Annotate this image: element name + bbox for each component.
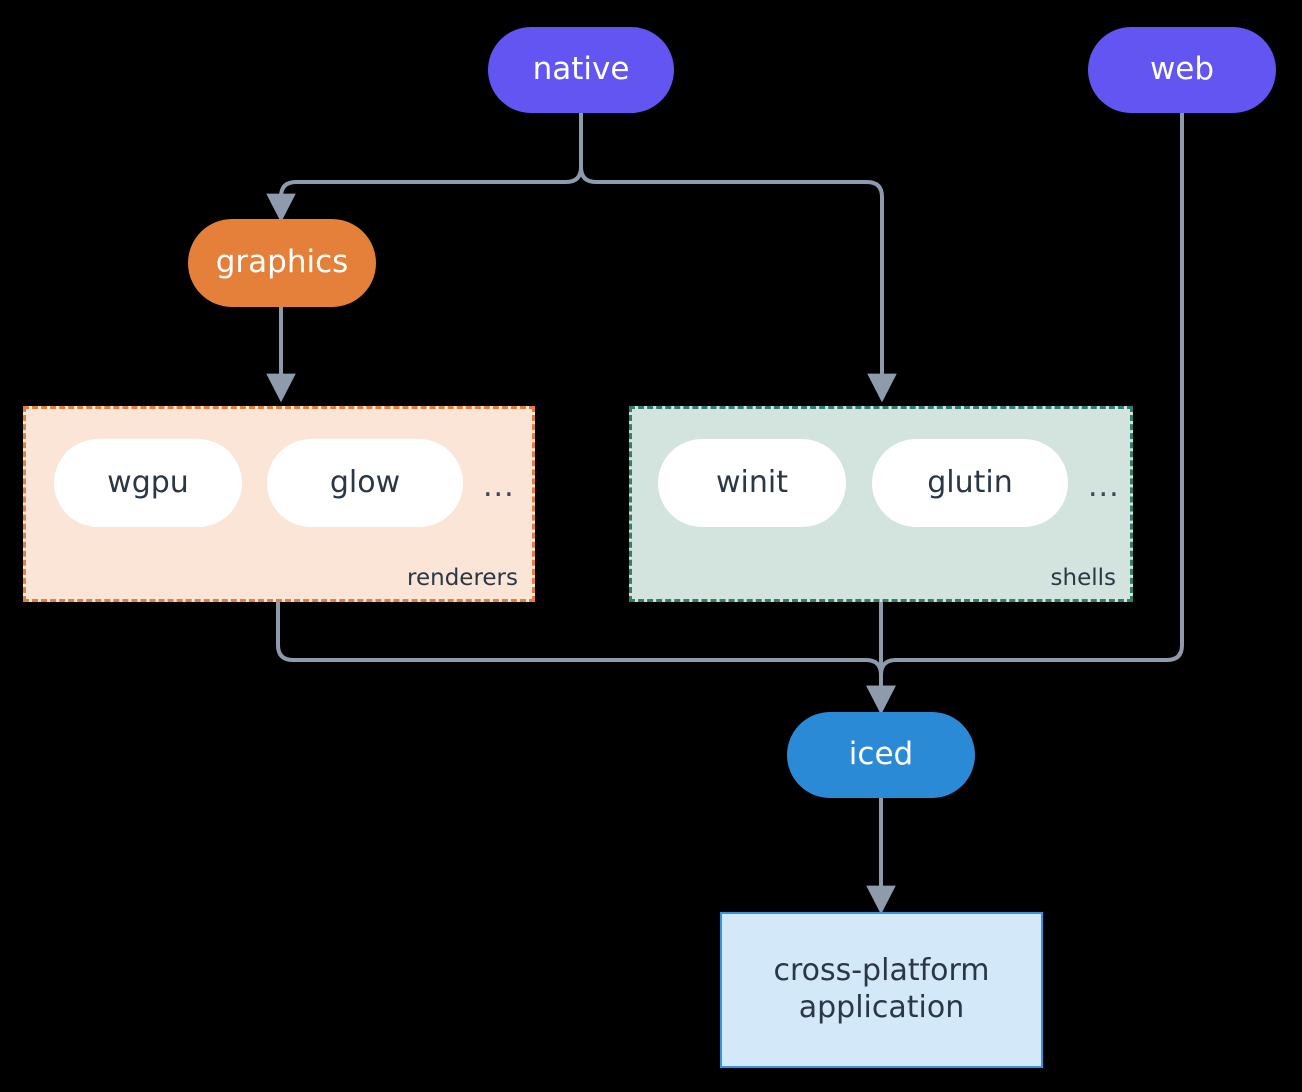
node-iced-label: iced (848, 736, 914, 773)
application-label-line2: application (798, 990, 965, 1025)
edge-renderers-to-iced (276, 601, 896, 715)
leaf-pill-glutin[interactable]: glutin (872, 439, 1068, 527)
renderers-ellipsis: ... (483, 469, 515, 504)
application-label-line1: cross-platform (773, 953, 990, 989)
leaf-pill-glow[interactable]: glow (267, 439, 463, 527)
node-native[interactable]: native (488, 27, 674, 113)
edge-native-to-graphics (266, 111, 583, 223)
leaf-pill-wgpu[interactable]: wgpu (54, 439, 242, 527)
node-web-label: web (1149, 51, 1215, 88)
group-shells-label: shells (1050, 565, 1116, 591)
node-native-label: native (532, 51, 630, 88)
node-graphics[interactable]: graphics (188, 219, 376, 307)
leaf-pill-winit[interactable]: winit (658, 439, 846, 527)
node-iced[interactable]: iced (787, 712, 975, 798)
leaf-pill-wgpu-label: wgpu (107, 464, 189, 500)
group-shells: winit glutin ... shells (629, 406, 1133, 602)
leaf-pill-winit-label: winit (716, 464, 788, 500)
group-renderers: wgpu glow ... renderers (23, 406, 535, 602)
node-graphics-label: graphics (215, 244, 349, 281)
node-web[interactable]: web (1088, 27, 1276, 113)
shells-ellipsis: ... (1088, 469, 1120, 504)
group-renderers-label: renderers (407, 565, 518, 591)
leaf-pill-glutin-label: glutin (927, 464, 1013, 500)
node-cross-platform-application[interactable]: cross-platform application (720, 912, 1043, 1068)
leaf-pill-glow-label: glow (329, 464, 401, 500)
edge-native-to-shells (579, 111, 897, 403)
